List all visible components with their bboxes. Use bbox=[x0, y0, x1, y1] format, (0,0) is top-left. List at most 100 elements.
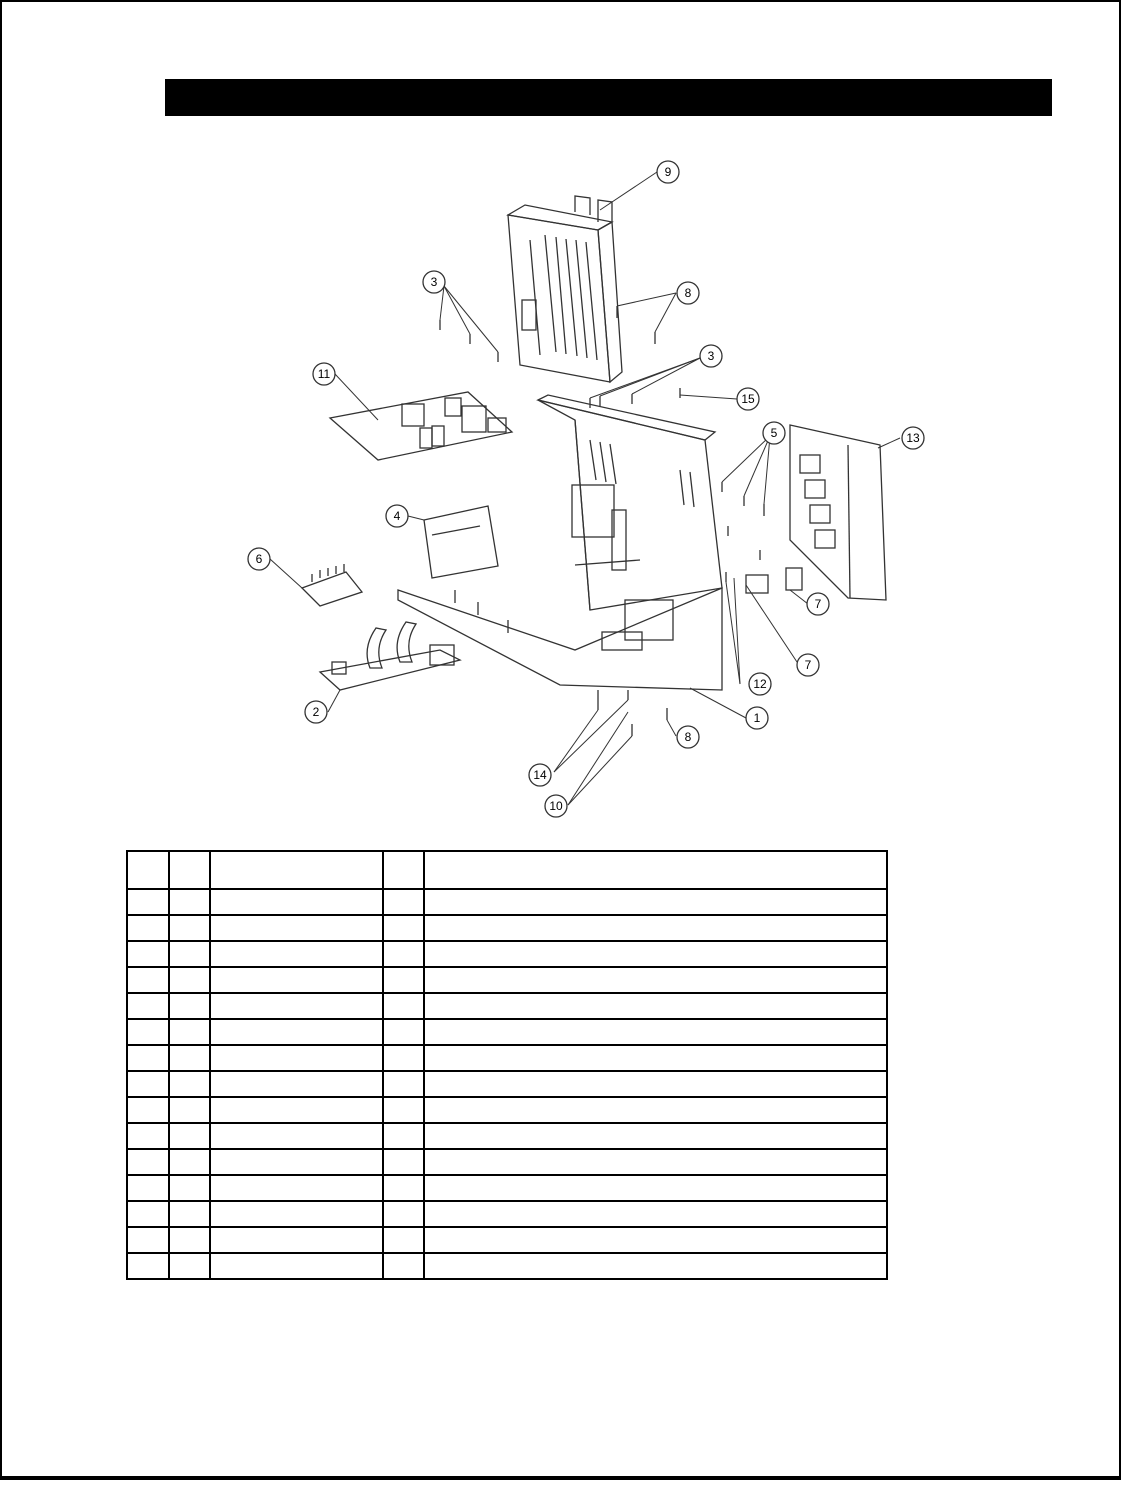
parts-list-table bbox=[126, 850, 888, 1280]
callout-label: 1 bbox=[754, 711, 761, 725]
table-cell bbox=[209, 1226, 384, 1254]
part-11-circuit-board bbox=[328, 391, 514, 461]
table-cell bbox=[382, 888, 425, 916]
table-cell bbox=[126, 1044, 170, 1072]
section-title-bar bbox=[165, 79, 1052, 116]
table-cell bbox=[168, 1200, 211, 1228]
table-cell bbox=[382, 1252, 425, 1280]
callout-label: 2 bbox=[313, 705, 320, 719]
column-header bbox=[126, 850, 170, 890]
callout-label: 15 bbox=[741, 392, 755, 406]
callout-label: 8 bbox=[685, 286, 692, 300]
table-cell bbox=[423, 1174, 888, 1202]
table-cell bbox=[209, 1200, 384, 1228]
callout-label: 13 bbox=[906, 431, 920, 445]
table-row bbox=[126, 940, 888, 968]
part-9-bracket bbox=[506, 195, 623, 384]
table-cell bbox=[126, 1174, 170, 1202]
table-cell bbox=[168, 940, 211, 968]
callout-label: 4 bbox=[394, 509, 401, 523]
table-cell bbox=[423, 888, 888, 916]
callout-label: 6 bbox=[256, 552, 263, 566]
callout-label: 9 bbox=[665, 165, 672, 179]
table-cell bbox=[209, 914, 384, 942]
callout-label: 3 bbox=[431, 275, 438, 289]
table-cell bbox=[168, 1018, 211, 1046]
callout-label: 12 bbox=[753, 677, 767, 691]
table-header-row bbox=[126, 850, 888, 890]
table-row bbox=[126, 966, 888, 994]
table-cell bbox=[382, 914, 425, 942]
table-cell bbox=[209, 1122, 384, 1150]
callout-label: 5 bbox=[771, 426, 778, 440]
table-row bbox=[126, 1148, 888, 1176]
table-cell bbox=[126, 1226, 170, 1254]
table-cell bbox=[209, 1044, 384, 1072]
table-cell bbox=[168, 1096, 211, 1124]
table-row bbox=[126, 1252, 888, 1280]
table-cell bbox=[382, 1044, 425, 1072]
part-4-plate bbox=[423, 505, 499, 579]
table-cell bbox=[168, 888, 211, 916]
table-cell bbox=[382, 1226, 425, 1254]
table-cell bbox=[209, 966, 384, 994]
table-cell bbox=[209, 1070, 384, 1098]
column-header bbox=[382, 850, 425, 890]
table-cell bbox=[209, 1174, 384, 1202]
part-6-heatsink bbox=[300, 564, 364, 607]
callout-label: 11 bbox=[318, 367, 331, 381]
table-cell bbox=[209, 888, 384, 916]
table-cell bbox=[168, 1070, 211, 1098]
table-cell bbox=[126, 1122, 170, 1150]
table-cell bbox=[168, 914, 211, 942]
column-header bbox=[168, 850, 211, 890]
table-cell bbox=[423, 914, 888, 942]
table-cell bbox=[382, 1096, 425, 1124]
leader-lines bbox=[269, 171, 901, 806]
callout-circles bbox=[247, 160, 925, 818]
callout-label: 7 bbox=[815, 597, 822, 611]
table-cell bbox=[126, 940, 170, 968]
part-2-base-bracket bbox=[318, 621, 462, 691]
callout-label: 8 bbox=[685, 730, 692, 744]
callout-label: 10 bbox=[549, 799, 563, 813]
table-cell bbox=[126, 966, 170, 994]
table-cell bbox=[168, 1226, 211, 1254]
table-cell bbox=[126, 992, 170, 1020]
table-row bbox=[126, 1174, 888, 1202]
table-cell bbox=[126, 1070, 170, 1098]
table-cell bbox=[168, 992, 211, 1020]
table-cell bbox=[423, 1044, 888, 1072]
screws bbox=[439, 306, 765, 736]
table-cell bbox=[423, 1122, 888, 1150]
table-cell bbox=[382, 1018, 425, 1046]
part-1-chassis bbox=[397, 394, 723, 691]
table-cell bbox=[382, 1200, 425, 1228]
table-cell bbox=[382, 966, 425, 994]
column-header bbox=[209, 850, 384, 890]
callout-label: 14 bbox=[533, 768, 547, 782]
table-cell bbox=[423, 966, 888, 994]
table-cell bbox=[423, 1252, 888, 1280]
table-cell bbox=[423, 1018, 888, 1046]
table-row bbox=[126, 1200, 888, 1228]
table-cell bbox=[423, 940, 888, 968]
table-cell bbox=[382, 1174, 425, 1202]
table-row bbox=[126, 1070, 888, 1098]
table-row bbox=[126, 1226, 888, 1254]
table-cell bbox=[126, 1200, 170, 1228]
table-cell bbox=[382, 1122, 425, 1150]
table-cell bbox=[382, 940, 425, 968]
table-cell bbox=[423, 1226, 888, 1254]
table-row bbox=[126, 1122, 888, 1150]
part-7-connector bbox=[745, 567, 803, 594]
table-cell bbox=[126, 914, 170, 942]
table-cell bbox=[126, 1252, 170, 1280]
table-cell bbox=[126, 1148, 170, 1176]
exploded-parts-diagram: 9 3 8 3 15 11 5 13 4 6 7 7 12 2 1 8 14 1… bbox=[247, 160, 925, 818]
table-cell bbox=[209, 1096, 384, 1124]
table-row bbox=[126, 1096, 888, 1124]
table-row bbox=[126, 914, 888, 942]
table-row bbox=[126, 1044, 888, 1072]
table-cell bbox=[168, 1174, 211, 1202]
